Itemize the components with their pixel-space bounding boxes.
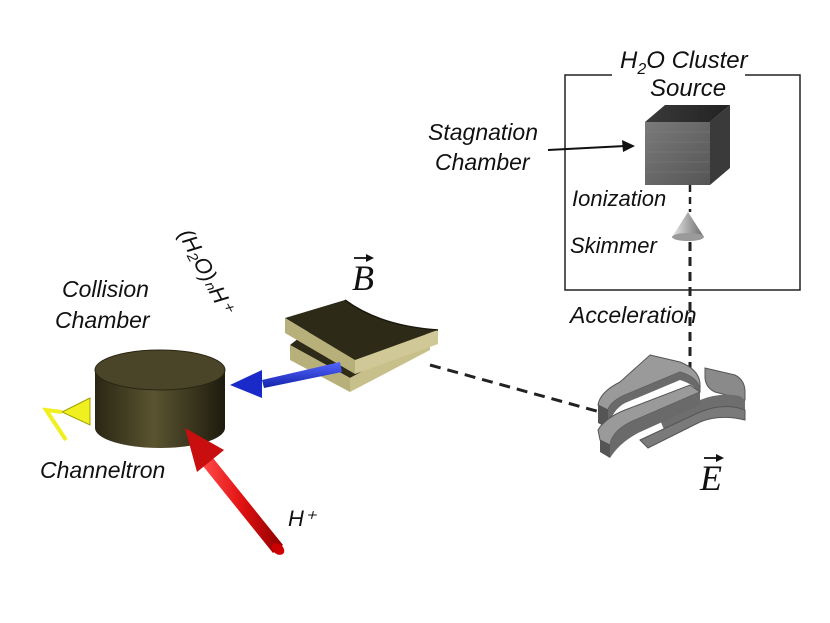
magnet-sector xyxy=(285,299,439,392)
source-title-line1: H2O Cluster xyxy=(620,47,749,78)
proton-label: H⁺ xyxy=(288,506,318,531)
ionization-label: Ionization xyxy=(572,186,666,211)
svg-text:B: B xyxy=(352,258,374,298)
beam-path-horizontal xyxy=(429,363,601,414)
stagnation-chamber-cube xyxy=(645,105,730,185)
skimmer-label: Skimmer xyxy=(570,233,658,258)
proton-beam-arrow xyxy=(185,428,285,555)
channeltron-label: Channeltron xyxy=(40,457,165,483)
electrostatic-analyzer xyxy=(597,354,746,458)
b-field-label: B xyxy=(352,254,374,298)
cluster-ion-formula: (H₂O)ₙH⁺ xyxy=(174,225,241,320)
cluster-source-box xyxy=(564,74,801,291)
svg-text:E: E xyxy=(699,458,722,498)
acceleration-label: Acceleration xyxy=(568,302,697,328)
stagnation-label-line1: Stagnation xyxy=(428,119,538,145)
stagnation-pointer-arrow xyxy=(547,140,635,152)
collision-label-line1: Collision xyxy=(62,276,149,302)
cluster-ion-beam-arrow xyxy=(230,362,342,398)
channeltron-detector xyxy=(41,397,91,442)
e-field-label: E xyxy=(699,454,724,498)
collision-chamber xyxy=(94,349,226,448)
collision-label-line2: Chamber xyxy=(55,307,151,333)
source-title-line2: Source xyxy=(650,75,726,102)
skimmer-cone xyxy=(672,212,704,241)
stagnation-label-line2: Chamber xyxy=(435,149,531,175)
